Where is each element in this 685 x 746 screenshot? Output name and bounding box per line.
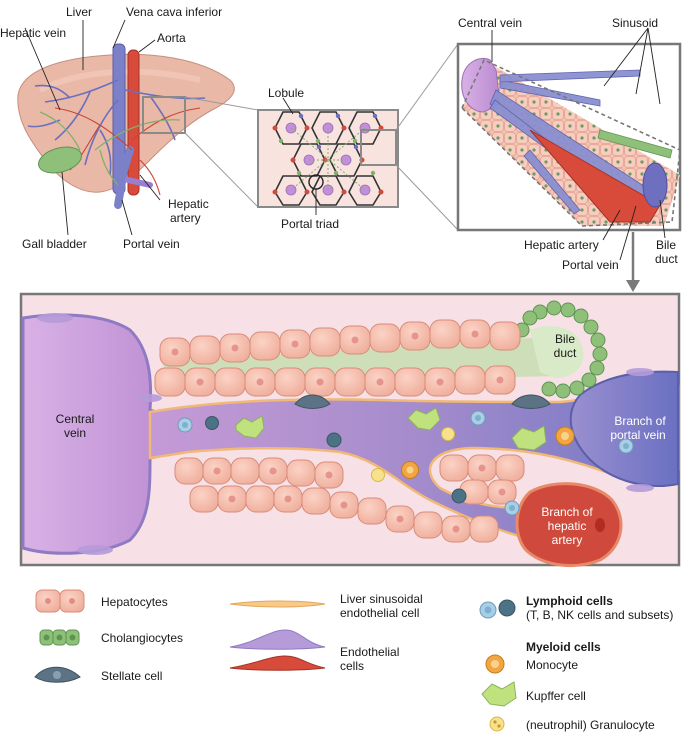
sinusoid-label: Sinusoid <box>612 16 659 30</box>
legend-lsec-2: endothelial cell <box>340 606 420 620</box>
portal-vein-vessel <box>114 146 134 209</box>
sinusoid-bile-label-2: duct <box>655 252 678 266</box>
bile-duct-vessel <box>597 129 673 159</box>
vena-cava-label: Vena cava inferior <box>126 5 223 19</box>
detail-artery-label-3: artery <box>551 533 583 547</box>
endothelial-bumps <box>37 313 654 555</box>
legend-stellate: Stellate cell <box>101 669 163 683</box>
monocyte-legend-icon <box>485 654 505 674</box>
detail-artery-label-2: hepatic <box>547 519 587 533</box>
legend-myeloid-title: Myeloid cells <box>526 640 601 654</box>
hepatic-artery-vessel <box>529 129 661 223</box>
lsec-legend-icon <box>229 600 326 608</box>
sinusoid-central-vein-label: Central vein <box>458 16 523 30</box>
sinusoid-bile-label-1: Bile <box>656 238 677 252</box>
aorta-vessel <box>127 49 140 196</box>
detail-central-vein-label-2: vein <box>63 426 86 440</box>
legend-monocyte: Monocyte <box>526 658 579 672</box>
bile-duct-branches <box>39 111 181 186</box>
detail-bile-label-2: duct <box>553 346 577 360</box>
endothelial-legend-icon <box>229 629 326 671</box>
legend-lymphoid-title: Lymphoid cells <box>526 594 613 608</box>
legend-cholangiocytes: Cholangiocytes <box>101 631 184 645</box>
legend-icons <box>34 589 517 732</box>
hepatic-artery-label-1: Hepatic <box>168 197 209 211</box>
sinusoid-panel <box>456 27 682 261</box>
cholangiocyte-legend-icon <box>39 629 80 646</box>
detail-artery-label-1: Branch of <box>541 505 593 519</box>
legend-kupffer: Kupffer cell <box>526 689 586 703</box>
liver-label: Liver <box>66 5 93 19</box>
hepatic-artery-label-2: artery <box>170 211 201 225</box>
legend-hepatocytes: Hepatocytes <box>101 595 168 609</box>
hepatic-vein-label: Hepatic vein <box>0 26 67 40</box>
stellate-legend-icon <box>34 666 81 683</box>
portal-triad-label: Portal triad <box>281 217 340 231</box>
hepatocyte-legend-icon <box>35 589 85 613</box>
sinusoid-hepatic-artery-label: Hepatic artery <box>524 238 599 252</box>
legend-endothelial-1: Endothelial <box>340 645 400 659</box>
gall-bladder-label: Gall bladder <box>22 237 87 251</box>
detail-portal-label-1: Branch of <box>614 414 666 428</box>
portal-vein-label: Portal vein <box>123 237 180 251</box>
sinusoid-detail-panel <box>19 292 681 567</box>
legend-granulocyte: (neutrophil) Granulocyte <box>526 718 655 732</box>
liver-zoom-box <box>142 96 186 134</box>
lobule-zoom-box <box>360 129 397 166</box>
sinusoid-portal-vein-label: Portal vein <box>562 258 619 272</box>
sinusoid-immune-cells <box>177 407 634 516</box>
detail-central-vein-label-1: Central <box>55 412 95 426</box>
granulocyte-legend-icon <box>489 716 505 732</box>
kupffer-legend-icon <box>481 681 517 707</box>
liver-overview <box>17 19 235 236</box>
legend-lymphoid-sub: (T, B, NK cells and subsets) <box>526 608 674 622</box>
central-vein-vessel <box>461 57 501 113</box>
lymphoid-legend-icon <box>479 599 516 619</box>
lobule-panel <box>257 97 399 215</box>
legend-lsec-1: Liver sinusoidal <box>340 592 423 606</box>
legend-endothelial-2: cells <box>340 659 365 673</box>
stellate-cells <box>294 394 551 409</box>
gall-bladder-organ <box>38 146 82 174</box>
aorta-label: Aorta <box>157 31 186 45</box>
hepatic-artery-lumen <box>515 482 623 567</box>
detail-portal-label-2: portal vein <box>610 428 666 442</box>
detail-bile-label-1: Bile <box>554 332 575 346</box>
lobule-label: Lobule <box>268 86 305 100</box>
